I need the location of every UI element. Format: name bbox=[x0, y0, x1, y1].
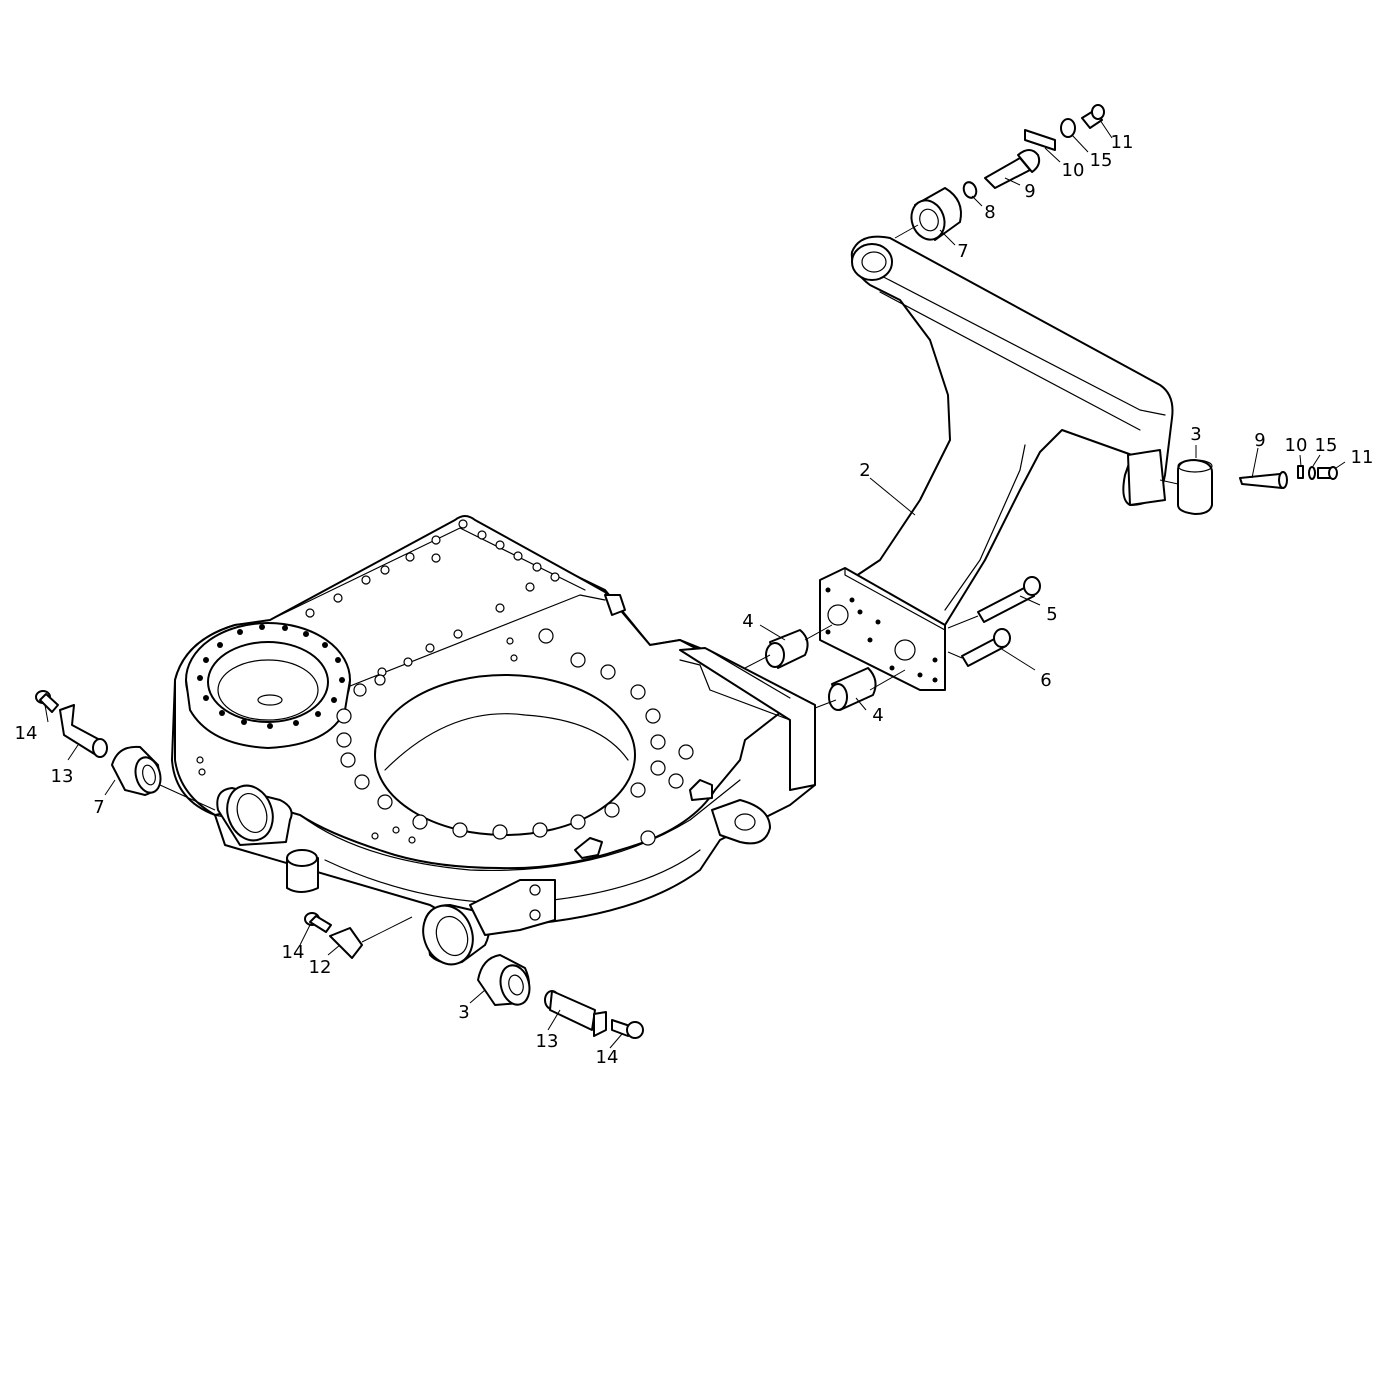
bolt-11-right bbox=[1317, 466, 1338, 480]
bushing-7-left bbox=[111, 745, 162, 796]
bolt-14-mid bbox=[304, 912, 332, 933]
ring-bolt-holes bbox=[197, 624, 345, 729]
frame-plate-holes bbox=[305, 519, 694, 848]
callout-14-bottom[interactable]: 14 bbox=[595, 1047, 619, 1068]
bushing-4-upper bbox=[765, 629, 809, 669]
plate-10-right bbox=[1297, 465, 1304, 479]
bolt-5 bbox=[977, 576, 1041, 623]
callout-10-right[interactable]: 10 bbox=[1284, 435, 1308, 456]
callout-13-left[interactable]: 13 bbox=[50, 766, 74, 787]
bushing-3-right bbox=[1177, 459, 1213, 515]
washer-15-right bbox=[1308, 466, 1316, 480]
callout-7-top[interactable]: 7 bbox=[957, 241, 969, 262]
clip-12 bbox=[329, 927, 363, 959]
callout-4-lower[interactable]: 4 bbox=[872, 705, 884, 726]
washer-8 bbox=[962, 181, 978, 199]
callout-7-left[interactable]: 7 bbox=[93, 797, 105, 818]
pin-13-bottom bbox=[544, 990, 607, 1037]
callout-11-top[interactable]: 11 bbox=[1110, 132, 1134, 153]
callout-6[interactable]: 6 bbox=[1040, 670, 1052, 691]
callout-15-right[interactable]: 15 bbox=[1314, 435, 1338, 456]
bolt-14-left bbox=[35, 690, 59, 713]
callout-9-right[interactable]: 9 bbox=[1254, 430, 1266, 451]
washer-15-top bbox=[1060, 118, 1076, 138]
callout-8[interactable]: 8 bbox=[984, 202, 996, 223]
callout-10-top[interactable]: 10 bbox=[1061, 160, 1085, 181]
bolt-6 bbox=[961, 628, 1011, 667]
callout-14-mid[interactable]: 14 bbox=[281, 942, 305, 963]
callout-12[interactable]: 12 bbox=[308, 957, 332, 978]
callout-13-bottom[interactable]: 13 bbox=[535, 1031, 559, 1052]
bushing-4-lower bbox=[828, 667, 877, 711]
pin-9-top bbox=[984, 129, 1056, 189]
pin-9-right bbox=[1239, 471, 1288, 489]
bolt-11-top bbox=[1081, 104, 1105, 129]
callout-14-left[interactable]: 14 bbox=[14, 723, 38, 744]
callout-5[interactable]: 5 bbox=[1046, 604, 1058, 625]
callout-2[interactable]: 2 bbox=[859, 460, 871, 481]
bushing-3-bottom bbox=[477, 954, 531, 1006]
pin-13-left bbox=[59, 704, 108, 758]
callout-3-bottom[interactable]: 3 bbox=[458, 1002, 470, 1023]
callout-4-upper[interactable]: 4 bbox=[742, 611, 754, 632]
swing-arm bbox=[819, 235, 1174, 691]
leader-lines bbox=[44, 119, 1346, 1049]
callout-3-right[interactable]: 3 bbox=[1190, 424, 1202, 445]
main-frame bbox=[171, 515, 816, 966]
callout-9-top[interactable]: 9 bbox=[1024, 181, 1036, 202]
callout-11-right[interactable]: 11 bbox=[1350, 447, 1374, 468]
bolt-14-bottom bbox=[611, 1019, 644, 1039]
callout-15-top[interactable]: 15 bbox=[1089, 150, 1113, 171]
bushing-7-top bbox=[910, 187, 962, 241]
